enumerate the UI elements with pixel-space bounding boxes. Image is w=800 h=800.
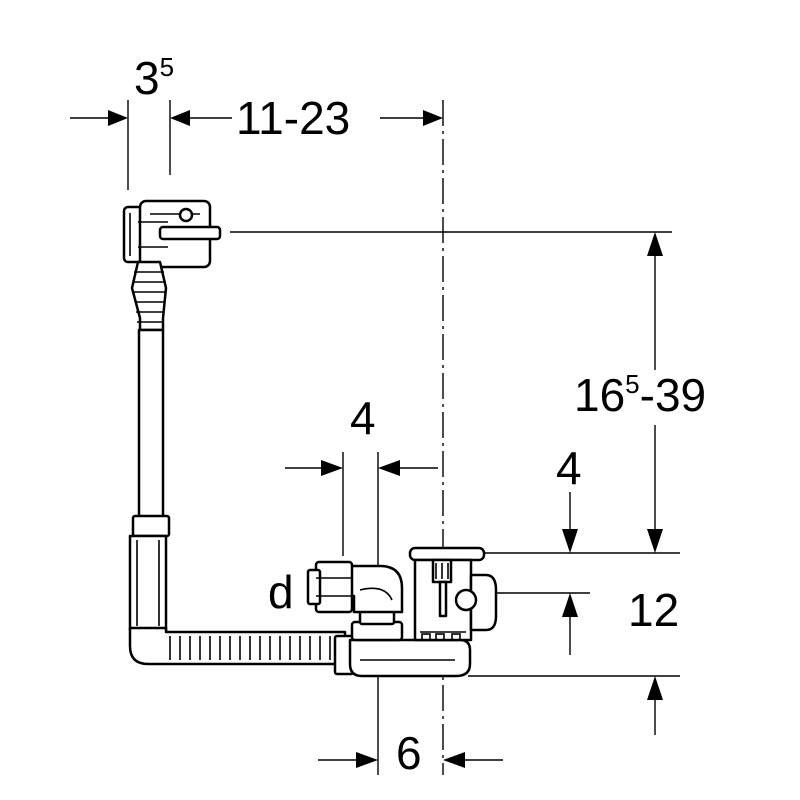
dimension-labels: 35 11-23 165-39 4 4 12 6 d	[134, 52, 706, 779]
dim-label-right-height: 165-39	[574, 369, 706, 421]
flex-hose	[128, 626, 355, 676]
drain-valve	[408, 546, 498, 642]
overflow-pipe	[128, 260, 171, 632]
dim-label-overflow-offset: 4	[350, 392, 376, 444]
dim-label-bottom: 6	[396, 727, 422, 779]
dim-label-right-lower: 12	[628, 584, 679, 636]
dim-label-right-rim: 4	[556, 442, 582, 494]
drain-body	[306, 560, 472, 678]
dim-label-top-left: 35	[134, 52, 174, 104]
overflow-head	[122, 199, 222, 269]
pipe-diameter-label: d	[268, 566, 294, 618]
dimension-lines	[70, 110, 663, 768]
dim-label-top-span: 11-23	[236, 92, 350, 144]
